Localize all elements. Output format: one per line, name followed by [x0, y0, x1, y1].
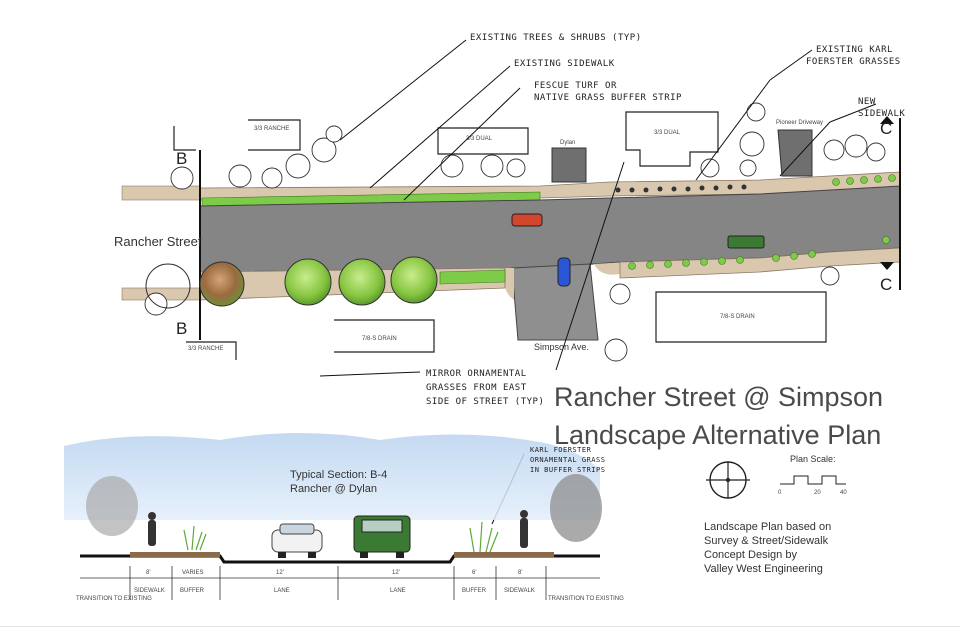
title-line-1: Rancher Street @ Simpson — [554, 382, 884, 412]
section-dimensions: 8' SIDEWALK VARIES BUFFER 12' LANE 12' L… — [76, 570, 624, 602]
cross-street-label: Simpson Ave. — [534, 342, 589, 352]
lot-label: 3/3 DUAL — [654, 130, 681, 136]
plan-title: Rancher Street @ Simpson Landscape Alter… — [554, 378, 883, 454]
title-line-2: Landscape Alternative Plan — [554, 420, 882, 450]
red-car — [511, 213, 543, 227]
callout-mirror-grasses: SIDE OF STREET (TYP) — [426, 397, 544, 407]
credit-line: Concept Design by — [704, 549, 797, 561]
lot-label: 3/3 RANCHE — [188, 346, 223, 352]
callout-fescue: FESCUE TURF OR — [534, 81, 617, 91]
dim-value: 8' — [146, 570, 150, 576]
dim-label: SIDEWALK — [504, 588, 535, 594]
edge-note-left: TRANSITION TO EXISTING — [76, 596, 152, 602]
credit-line: Survey & Street/Sidewalk — [704, 535, 829, 547]
lot-label: Dylan — [560, 140, 575, 146]
section-callout-karl: KARL FOERSTER — [530, 446, 592, 454]
callout-fescue: NATIVE GRASS BUFFER STRIP — [534, 93, 682, 103]
lot-label: Pioneer Driveway — [776, 120, 823, 126]
callout-mirror-grasses: GRASSES FROM EAST — [426, 383, 527, 393]
street-tree — [390, 256, 438, 304]
dim-label: LANE — [390, 588, 406, 594]
callout-leaders — [319, 39, 877, 525]
dim-label: BUFFER — [462, 588, 487, 594]
callout-karl-foerster: FOERSTER GRASSES — [806, 57, 901, 67]
scale-bar — [780, 475, 846, 485]
dim-label: BUFFER — [180, 588, 205, 594]
credit-note: Landscape Plan based on Survey & Street/… — [704, 520, 831, 576]
south-buffer-west — [439, 269, 506, 285]
section-title: Typical Section: B-4 — [290, 469, 387, 481]
dim-label: SIDEWALK — [134, 588, 165, 594]
page-divider — [0, 626, 960, 627]
dim-value: 6' — [472, 570, 476, 576]
lot-label: 7/8-S DRAIN — [362, 336, 397, 342]
callout-existing-sidewalk: EXISTING SIDEWALK — [514, 59, 615, 69]
lot-label: 7/8-S DRAIN — [720, 314, 755, 320]
typical-section — [64, 433, 602, 600]
street-tree — [338, 258, 386, 306]
dim-value: 8' — [518, 570, 522, 576]
scale-tick: 20 — [814, 490, 821, 496]
green-truck — [727, 235, 765, 249]
dim-value: 12' — [392, 570, 400, 576]
callout-karl-foerster: EXISTING KARL — [816, 45, 893, 55]
scale-tick: 0 — [778, 490, 782, 496]
north-arrow-icon — [706, 461, 750, 499]
credit-line: Valley West Engineering — [704, 563, 823, 575]
scale-tick: 40 — [840, 490, 847, 496]
callout-new-sidewalk: SIDEWALK — [858, 109, 905, 119]
lot-label: 3/3 RANCHE — [254, 126, 289, 132]
callout-mirror-grasses: MIRROR ORNAMENTAL — [426, 369, 527, 379]
street-tree — [199, 261, 245, 307]
edge-note-right: TRANSITION TO EXISTING — [548, 596, 624, 602]
section-mark-b: B — [176, 149, 187, 168]
section-mark-c: C — [880, 119, 892, 138]
dylan-building — [551, 147, 587, 183]
plan-view: B B C C Rancher Street Simpson Ave. 3/3 … — [114, 102, 901, 362]
simpson-ave-asphalt — [511, 263, 599, 341]
blue-car — [557, 257, 571, 287]
plan-scale-label: Plan Scale: — [790, 454, 836, 464]
dim-value: 12' — [276, 570, 284, 576]
section-mark-b: B — [176, 319, 187, 338]
credit-line: Landscape Plan based on — [704, 521, 832, 533]
lot-label: 3/3 DUAL — [466, 136, 493, 142]
callout-existing-trees: EXISTING TREES & SHRUBS (TYP) — [470, 33, 642, 43]
street-tree — [284, 258, 332, 306]
street-label: Rancher Street — [114, 234, 202, 249]
dim-label: LANE — [274, 588, 290, 594]
section-subtitle: Rancher @ Dylan — [290, 483, 377, 495]
dim-value: VARIES — [182, 570, 204, 576]
section-callout-karl: IN BUFFER STRIPS — [530, 466, 605, 474]
section-mark-c: C — [880, 275, 892, 294]
section-callout-karl: ORNAMENTAL GRASS — [530, 456, 605, 464]
callout-new-sidewalk: NEW — [858, 97, 876, 107]
